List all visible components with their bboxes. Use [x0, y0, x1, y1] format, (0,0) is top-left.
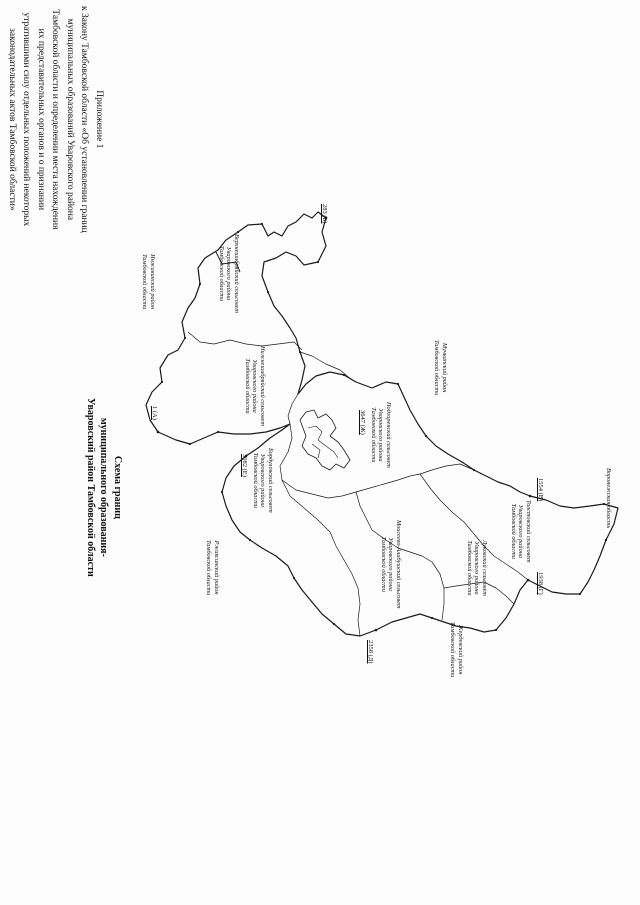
council-line: Тамбовской области: [244, 358, 251, 414]
internal-boundary: [299, 351, 353, 381]
council-line: Уваровского района: [259, 453, 267, 508]
council-line: Луковский сельсовет: [481, 540, 488, 596]
council-label-tolstovsky: Толстовский сельсовет Уваровского района…: [510, 500, 532, 563]
council-label-lukovsky: Луковский сельсовет Уваровского района Т…: [466, 540, 488, 596]
council-line: Тамбовской области: [380, 536, 387, 592]
boundary-code: 283 (Б): [321, 204, 328, 224]
neighbor-line: Тамбовской области: [141, 254, 149, 310]
council-line: Моисеево-Алабушский сельсовет: [395, 520, 402, 609]
council-label-podgorensky: Подгоренский сельсовет Уваровского район…: [370, 402, 392, 468]
council-line: Уваровского района: [517, 504, 525, 558]
boundary-code: 2358 (Д): [367, 640, 374, 664]
council-line: Уваровского района: [377, 408, 385, 462]
neighbor-label-voronezh: Воронежская область: [605, 468, 612, 529]
neighbor-line: Тамбовской области: [433, 340, 441, 396]
council-line: Тамбовской области: [252, 452, 259, 508]
council-line: Тамбовской области: [466, 540, 473, 596]
council-label-verkhneshibryaysky: Верхнешибряйский сельсовет Уваровского р…: [218, 234, 240, 313]
boundary-code: 1938 (Г): [537, 572, 544, 595]
council-line: Уваровского района: [387, 537, 395, 591]
council-line: Тамбовской области: [510, 503, 517, 559]
district-outer-boundary: [145, 211, 619, 637]
council-line: Толстовский сельсовет: [525, 500, 532, 563]
boundary-code: 1 (А): [151, 406, 158, 420]
council-line: Уваровского района: [251, 359, 259, 413]
boundary-points: [156, 216, 608, 632]
boundary-code: 1554 (В): [537, 478, 544, 502]
neighbor-line: Мучкапский район: [441, 342, 448, 393]
neighbor-line: Инжавинский район: [149, 254, 156, 310]
neighbor-line: Тамбовской области: [449, 622, 457, 678]
internal-boundary: [281, 479, 361, 637]
neighbor-line: Воронежская область: [605, 468, 612, 529]
council-label-moiseevo: Моисеево-Алабушский сельсовет Уваровског…: [380, 520, 402, 609]
neighbor-label-zherdevsky: Жердевский район Тамбовской области: [449, 622, 465, 678]
boundary-code: 3647 (Ж): [359, 410, 366, 435]
internal-boundary: [287, 393, 299, 425]
internal-boundary: [187, 331, 303, 351]
internal-boundary: [419, 463, 475, 475]
internal-boundary: [443, 581, 515, 605]
council-line: Уваровского района: [473, 541, 481, 595]
neighbor-line: Ржаксинский район: [213, 540, 220, 595]
council-line: Верхнешибряйский сельсовет: [233, 234, 240, 313]
council-line: Бордуловский сельсовет: [267, 448, 274, 513]
neighbor-line: Жердевский район: [457, 624, 464, 675]
council-line: Подгоренский сельсовет: [385, 402, 392, 468]
internal-boundary: [279, 423, 421, 499]
council-line: Нижнешибряйский сельсовет: [259, 346, 266, 427]
council-line: Уваровского района: [225, 246, 233, 301]
council-line: Тамбовской области: [370, 407, 377, 463]
council-line: Тамбовской области: [218, 245, 225, 302]
neighbor-label-muchkapsky: Мучкапский район Тамбовской области: [433, 340, 449, 396]
council-label-nizhneshibryaysky: Нижнешибряйский сельсовет Уваровского ра…: [244, 346, 266, 427]
neighbor-label-inzhavinsky: Инжавинский район Тамбовской области: [141, 254, 157, 310]
council-label-bordulinsky: Бордуловский сельсовет Уваровского район…: [252, 448, 274, 513]
neighbor-label-rzhaksinsky: Ржаксинский район Тамбовской области: [205, 540, 221, 596]
internal-boundary: [419, 473, 529, 581]
boundary-code: 3082 (Е): [241, 454, 248, 477]
neighbor-line: Тамбовской области: [205, 540, 213, 596]
